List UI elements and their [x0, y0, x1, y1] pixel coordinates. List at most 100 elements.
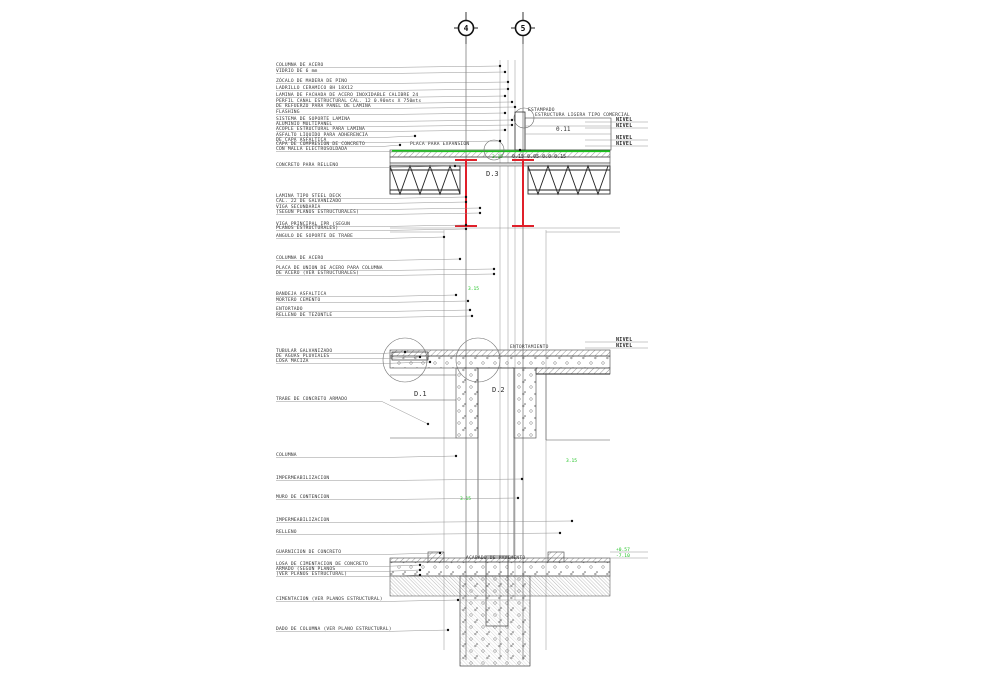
- leader-dot-33: [428, 360, 432, 364]
- leader-line-43: [276, 574, 421, 577]
- concrete-columns: [390, 367, 611, 559]
- leader-line-39: [276, 532, 561, 535]
- leader-dot-22: [464, 227, 468, 231]
- leader-dot-9: [510, 118, 514, 122]
- level-label-2: NIVEL: [616, 123, 633, 129]
- steel-beams: [455, 159, 534, 227]
- leader-line-7: [276, 106, 516, 109]
- leader-dot-43: [418, 573, 422, 577]
- axis-marker-5-label: 5: [521, 24, 526, 33]
- leader-dot-12: [413, 134, 417, 138]
- detail-mark-d3: D.3: [486, 170, 499, 178]
- left-label-16: CONCRETO PARA RELLENO: [276, 162, 338, 168]
- leader-dot-8: [503, 111, 507, 115]
- leader-line-17: [276, 196, 467, 199]
- leader-dot-25: [492, 267, 496, 271]
- level-label-1: NIVEL: [616, 117, 633, 123]
- left-label-1: COLUMNA DE ACERO: [276, 62, 323, 68]
- left-label-42: ARMADO (SEGUN PLANOS: [276, 566, 335, 572]
- left-label-4: LADRILLO CERAMICO 8H 18X12: [276, 85, 353, 91]
- left-label-34: TRABE DE CONCRETO ARMADO: [276, 396, 347, 402]
- leader-dot-19: [478, 206, 482, 210]
- left-label-24: COLUMNA DE ACERO: [276, 255, 323, 261]
- dimension-2: 3.15: [566, 458, 577, 464]
- leader-line-32: [276, 356, 421, 359]
- leader-dot-17: [464, 195, 468, 199]
- leader-line-16: [276, 165, 456, 168]
- leader-dot-20: [478, 211, 482, 215]
- left-label-18: CAL. 22 DE GALVANIZADO: [276, 198, 341, 204]
- left-label-37: MURO DE CONTENCION: [276, 494, 329, 500]
- leader-line-41: [276, 564, 421, 567]
- leader-line-34: [276, 401, 429, 425]
- leader-dot-7: [513, 105, 517, 109]
- left-label-30: RELLENO DE TEZONTLE: [276, 312, 332, 318]
- left-label-6: PERFIL CANAL ESTRUCTURAL CAL. 12 0.90mts…: [276, 98, 421, 104]
- level-label-6: NIVEL: [616, 343, 633, 349]
- left-label-26: DE ACERO (VER ESTRUCTURALES): [276, 270, 359, 276]
- leader-dot-37: [516, 496, 520, 500]
- left-label-9: SISTEMA DE SOPORTE LAMINA: [276, 116, 350, 122]
- dimension-1: 3.15: [468, 286, 479, 292]
- left-label-33: LOSA MACIZA: [276, 358, 309, 364]
- leader-dot-24: [458, 257, 462, 261]
- leader-line-25: [276, 268, 495, 271]
- leader-dot-18: [464, 200, 468, 204]
- left-label-35: COLUMNA: [276, 452, 297, 458]
- leader-dot-36: [520, 477, 524, 481]
- leader-line-23: [276, 236, 445, 239]
- leader-line-5: [276, 95, 506, 98]
- foundation: [389, 551, 611, 667]
- leader-line-31: [276, 351, 406, 354]
- left-label-27: BANDEJA ASFALTICA: [276, 291, 326, 297]
- inline-labels: PLACA PARA EXPANSION ESTRUCTURA LIGERA T…: [410, 107, 630, 561]
- leader-line-3: [276, 81, 509, 84]
- label-estampado: ESTAMPADO: [528, 107, 555, 113]
- green-dimensions: 3.15 3.15 3.15 3.15: [460, 154, 577, 502]
- leader-line-21: [276, 224, 467, 227]
- axis-marker-4: 4: [454, 12, 478, 44]
- leader-dot-10: [510, 123, 514, 127]
- left-label-13: DE CAPA ASFALTICA: [276, 137, 326, 143]
- leader-line-29: [276, 309, 471, 312]
- leader-line-20: [276, 212, 481, 215]
- leader-dot-32: [418, 355, 422, 359]
- level-label-3: NIVEL: [616, 135, 633, 141]
- leader-line-2: [276, 71, 506, 74]
- leader-dot-42: [418, 568, 422, 572]
- left-label-3: ZÓCALO DE MADERA DE PINO: [276, 77, 347, 84]
- leader-dot-44: [456, 598, 460, 602]
- leader-line-14: [276, 144, 401, 147]
- leader-line-45: [276, 629, 449, 632]
- left-label-31: TUBULAR GALVANIZADO: [276, 348, 332, 354]
- leader-dot-6: [510, 100, 514, 104]
- leader-dot-34: [426, 422, 430, 426]
- leader-dot-39: [558, 531, 562, 535]
- leader-dot-38: [570, 519, 574, 523]
- left-label-20: (SEGUN PLANOS ESTRUCTURALES): [276, 209, 359, 215]
- leader-line-9: [276, 119, 513, 122]
- mid-slab: [382, 337, 611, 383]
- leader-dot-35: [454, 454, 458, 458]
- detail-mark-d2: D.2: [492, 386, 505, 394]
- left-label-12: ASFALTO LIQUIDO PARA ADHERENCIA: [276, 132, 368, 138]
- left-label-17: LAMINA TIPO STEEL DECK: [276, 193, 341, 199]
- leader-line-18: [276, 201, 467, 204]
- leader-dot-27: [454, 293, 458, 297]
- leader-dot-41: [418, 563, 422, 567]
- leader-line-6: [276, 101, 513, 104]
- leader-dot-23: [442, 235, 446, 239]
- leader-line-11: [276, 129, 506, 132]
- dimension-4: 3.15: [492, 154, 503, 160]
- leader-line-1: [276, 65, 501, 68]
- left-label-22: PLANOS ESTRUCTURALES): [276, 225, 338, 231]
- leader-dot-3: [506, 80, 510, 84]
- leader-dot-21: [464, 223, 468, 227]
- left-label-2: VIDRIO DE 6 mm: [276, 68, 318, 74]
- detail-mark-d1: D.1: [414, 390, 427, 398]
- leader-dot-16: [453, 164, 457, 168]
- left-label-41: LOSA DE CIMENTACION DE CONCRETO: [276, 561, 368, 567]
